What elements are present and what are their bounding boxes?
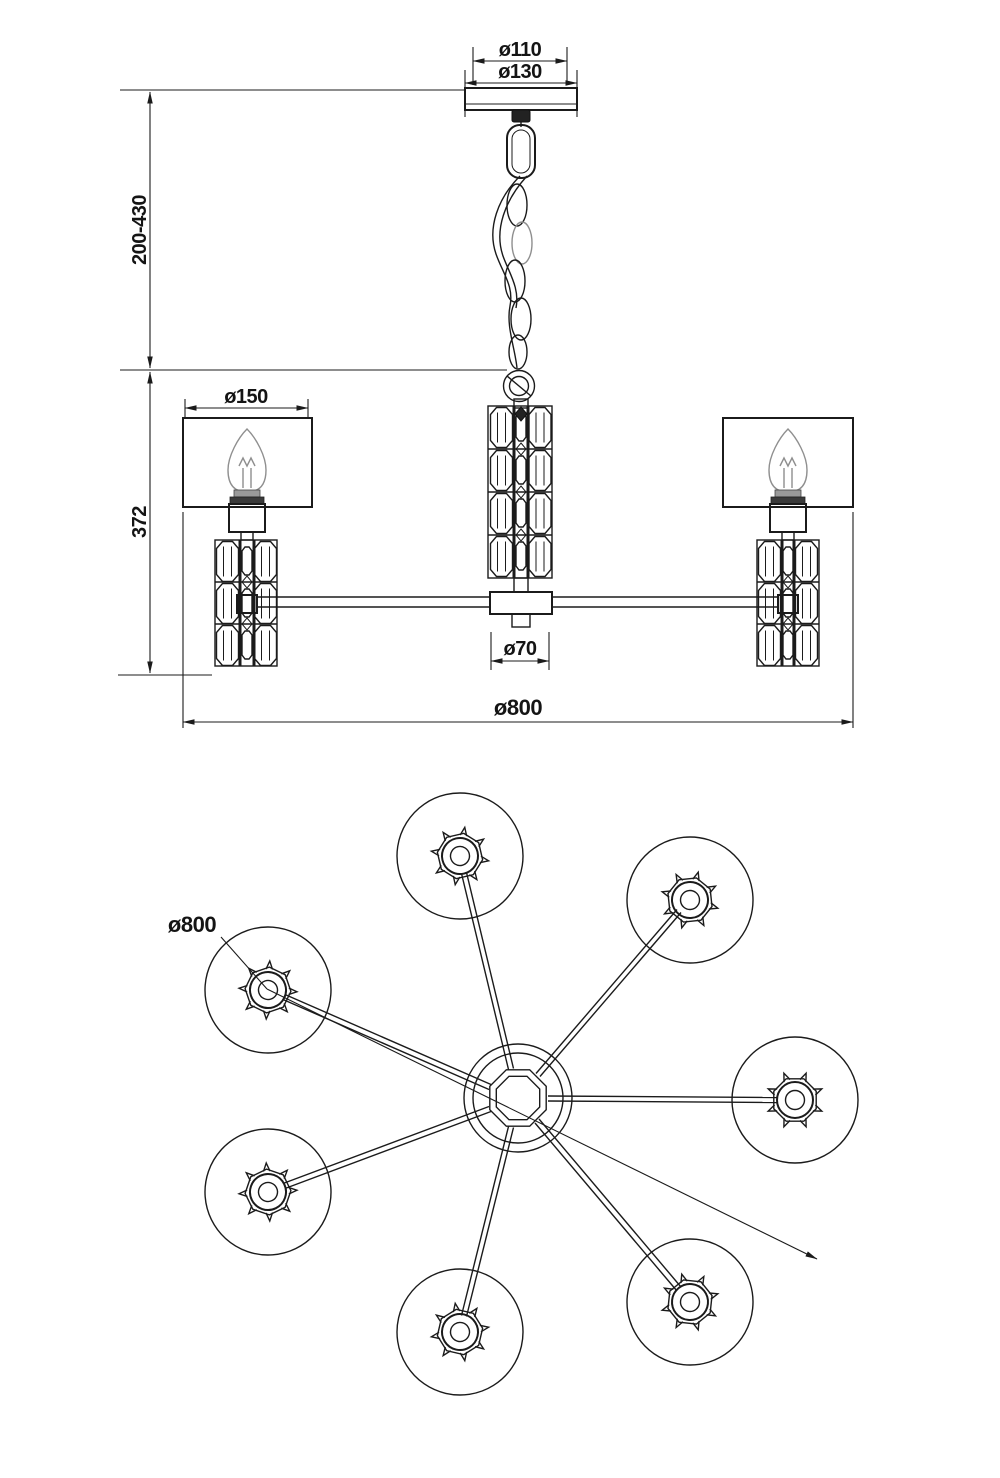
canopy-stem-knob [511,109,531,123]
dim-canopy-outer-label: ø130 [498,61,542,83]
dim-canopy-inner-label: ø110 [499,39,542,61]
plan-lamp [383,1255,537,1409]
top-view: ø800 [168,779,859,1409]
dim-overall-side: ø800 [182,695,854,725]
dim-overall-top: ø800 [168,912,818,1260]
plan-lamp [600,810,780,990]
right-bulb [768,428,808,493]
dim-shade-label: ø150 [224,386,268,408]
dim-hub-label: ø70 [504,638,537,660]
filament-mark [779,456,797,468]
center-crystal-column [487,398,553,579]
plan-lamp [600,1212,780,1392]
ceiling-canopy [464,87,578,123]
dim-canopy-outer: ø130 [464,61,578,86]
chain-link [510,297,532,341]
hub-inner-ring [472,1052,564,1144]
suspension-chain [492,122,536,370]
hub-core [489,1069,547,1127]
right-shade [722,417,854,508]
hub-outer-ring [463,1043,573,1153]
center-hub [489,577,553,628]
chain-link [506,183,528,227]
side-view: ø110 ø130 200-430 372 ø150 [118,39,854,728]
left-socket [228,503,266,533]
right-socket [769,503,807,533]
dim-overall-side-label: ø800 [494,695,542,720]
plan-lamp [383,779,537,933]
side-arms [257,596,778,608]
dim-body-height-label: 372 [129,506,151,538]
left-bulb-flange [229,496,265,505]
dim-canopy-inner: ø110 [472,39,568,64]
right-crystal-column [756,539,820,667]
chain-link [508,334,528,370]
right-arm-connector [777,594,799,614]
dim-shade-diameter: ø150 [184,386,309,411]
dim-body-height: 372 [129,371,153,674]
left-lamp [182,417,313,667]
dim-overall-top-label: ø800 [168,912,216,937]
dim-suspension-height: 200-430 [129,91,153,369]
dim-hub-diameter: ø70 [490,638,550,664]
right-lamp [722,417,854,667]
left-crystal-column [214,539,278,667]
hook-ring [502,369,536,403]
left-shade [182,417,313,508]
left-bulb-thread [233,489,261,498]
dim-suspension-label: 200-430 [129,195,151,265]
extension-lines [118,47,854,728]
filament-mark [238,456,256,468]
left-arm-connector [236,594,258,614]
plan-lamp [182,1106,354,1278]
left-bulb [227,428,267,493]
plan-lamps [182,779,859,1409]
right-bulb-flange [770,496,806,505]
plan-lamp [731,1036,859,1164]
chain-link [511,221,533,265]
plan-arms [282,872,778,1317]
right-bulb-thread [774,489,802,498]
